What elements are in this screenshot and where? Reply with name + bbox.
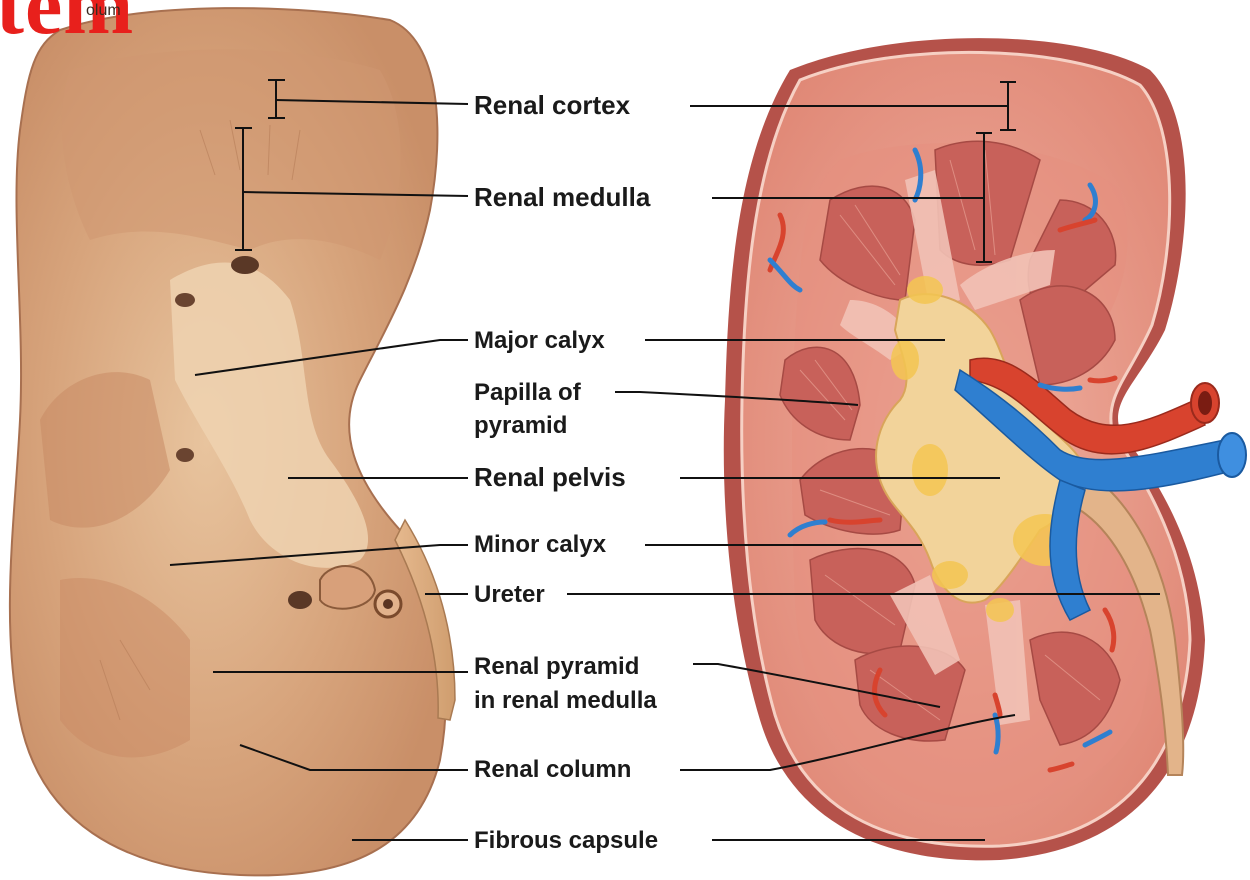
label-minor-calyx: Minor calyx (474, 530, 606, 559)
label-renal-medulla: Renal medulla (474, 183, 650, 212)
label-renal-pyramid-line2: in renal medulla (474, 686, 657, 715)
label-fibrous-capsule: Fibrous capsule (474, 826, 658, 855)
label-major-calyx: Major calyx (474, 326, 605, 355)
label-ureter: Ureter (474, 580, 545, 609)
label-papilla-line2: pyramid (474, 411, 567, 440)
specimen-kidney (10, 8, 455, 875)
label-renal-cortex: Renal cortex (474, 91, 630, 120)
label-renal-pyramid-line1: Renal pyramid (474, 652, 639, 681)
label-renal-column: Renal column (474, 755, 631, 784)
label-papilla-line1: Papilla of (474, 378, 581, 407)
label-renal-pelvis: Renal pelvis (474, 463, 626, 492)
cut-text-fragment: olum (86, 2, 121, 20)
